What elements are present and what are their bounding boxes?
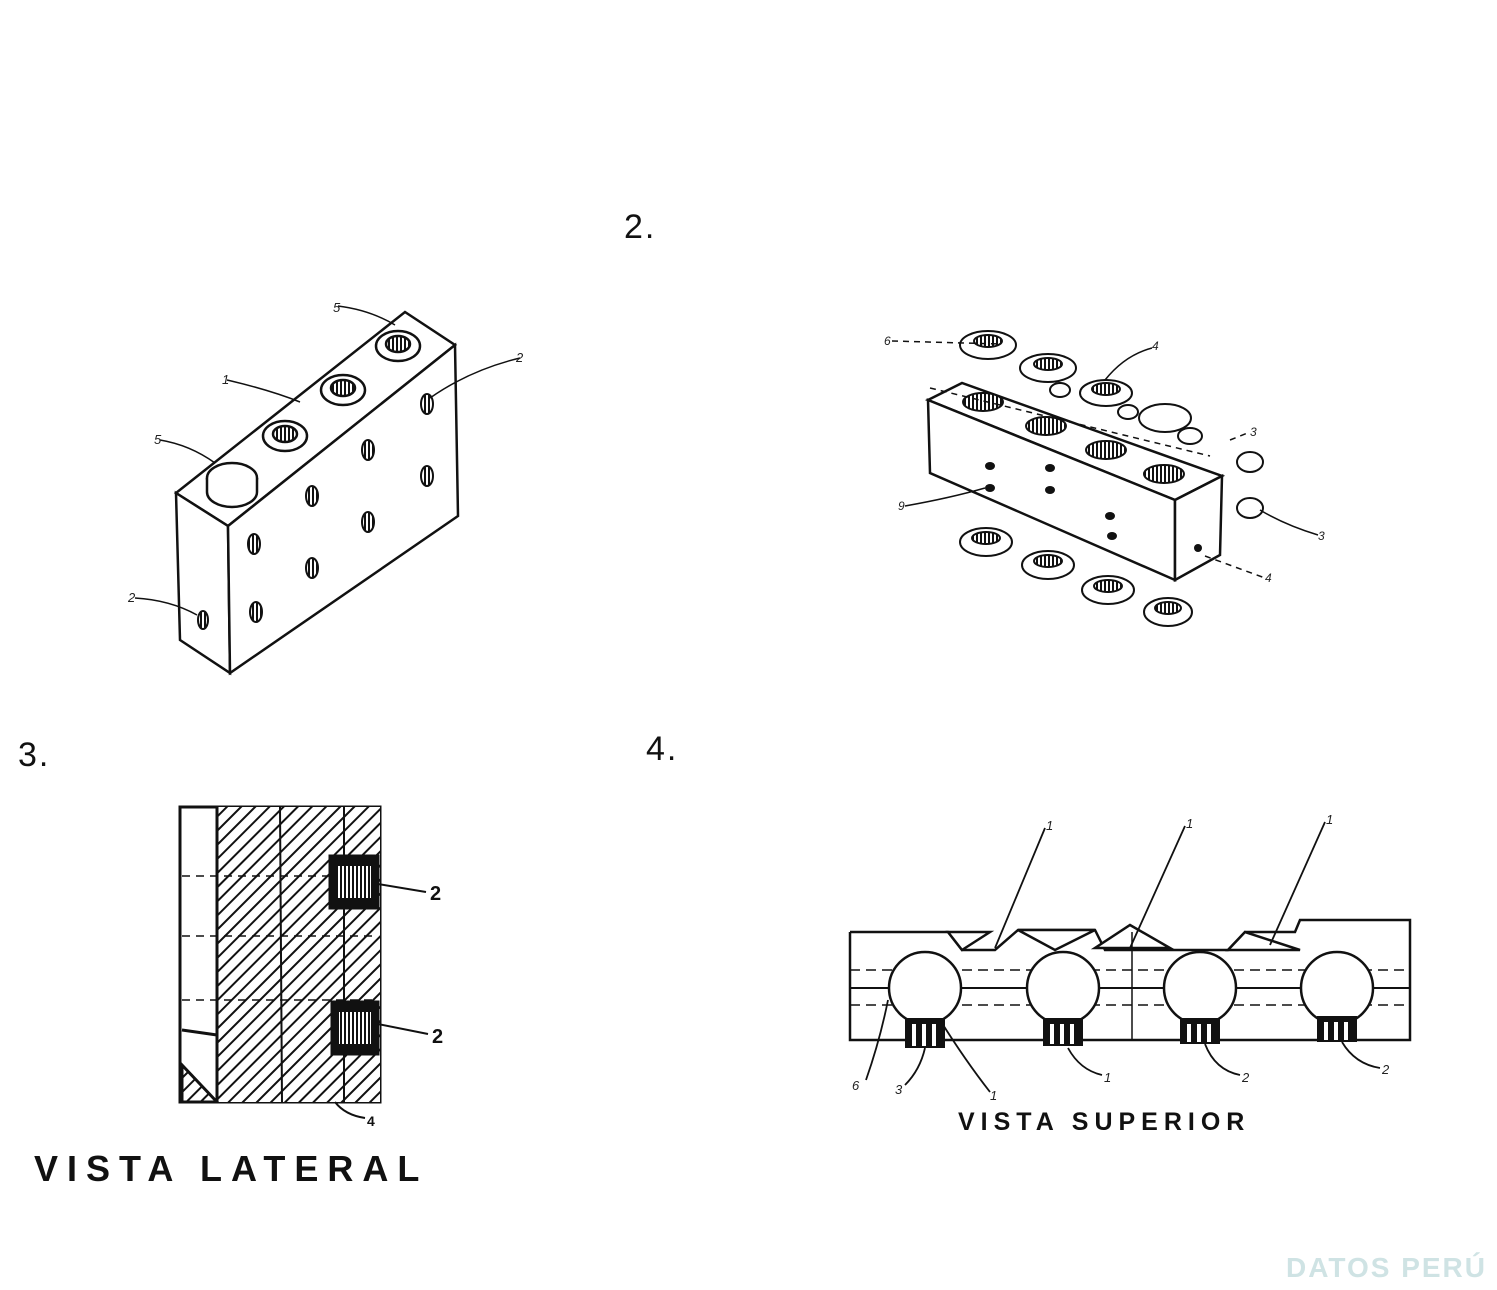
fig1-label: 2 bbox=[515, 350, 524, 365]
figure-2-labels: 6 4 3 3 9 4 bbox=[884, 334, 1325, 585]
fig1-label: 2 bbox=[127, 590, 136, 605]
threaded-insert bbox=[319, 373, 367, 407]
fig4-label: 1 bbox=[1326, 812, 1333, 827]
figure-4-number: 4. bbox=[646, 730, 679, 768]
fig3-label: 2 bbox=[430, 883, 441, 905]
screw-head bbox=[205, 461, 259, 509]
insert-lower bbox=[330, 1000, 380, 1056]
figure-3-section bbox=[178, 805, 429, 1119]
figure-4-top-view bbox=[848, 821, 1412, 1093]
figure-2-number: 2. bbox=[624, 208, 657, 246]
figure-3-caption: VISTA LATERAL bbox=[34, 1148, 429, 1189]
fig4-label: 1 bbox=[990, 1088, 997, 1103]
figure-1-block bbox=[134, 305, 521, 676]
fig3-label: 2 bbox=[432, 1026, 443, 1048]
fig2-label: 6 bbox=[884, 334, 891, 348]
fig2-label: 3 bbox=[1250, 425, 1257, 439]
fig4-label: 2 bbox=[1381, 1062, 1390, 1077]
figure-3-number: 3. bbox=[18, 736, 51, 774]
fig2-label: 3 bbox=[1318, 529, 1325, 543]
fig4-label: 2 bbox=[1241, 1070, 1250, 1085]
fig2-label: 4 bbox=[1152, 339, 1159, 353]
fig4-label: 3 bbox=[895, 1082, 903, 1097]
figure-4-caption: VISTA SUPERIOR bbox=[958, 1108, 1251, 1136]
fig3-label: 4 bbox=[367, 1113, 375, 1129]
fig4-label: 1 bbox=[1104, 1070, 1111, 1085]
ball bbox=[1025, 950, 1101, 1026]
fig2-label: 9 bbox=[898, 499, 905, 513]
threaded-insert bbox=[261, 419, 309, 453]
ball bbox=[887, 950, 963, 1026]
ball bbox=[1162, 950, 1238, 1026]
figure-2-exploded bbox=[891, 330, 1319, 627]
fig1-label: 1 bbox=[222, 372, 229, 387]
fig2-label: 4 bbox=[1265, 571, 1272, 585]
fig4-label: 1 bbox=[1186, 816, 1193, 831]
fig4-label: 6 bbox=[852, 1078, 860, 1093]
figure-4-labels: 1 1 1 6 3 1 1 2 2 bbox=[852, 812, 1390, 1103]
fig4-label: 1 bbox=[1046, 818, 1053, 833]
figure-3-labels: 2 2 4 bbox=[367, 883, 443, 1129]
fig1-label: 5 bbox=[333, 300, 341, 315]
fig1-label: 5 bbox=[154, 432, 162, 447]
ball bbox=[1299, 950, 1375, 1026]
side-holes bbox=[197, 393, 434, 630]
threaded-insert bbox=[374, 329, 422, 363]
insert-upper bbox=[328, 854, 380, 910]
watermark: DATOS PERÚ bbox=[1286, 1252, 1487, 1283]
figure-1-labels: 5 1 2 5 2 bbox=[127, 300, 524, 605]
